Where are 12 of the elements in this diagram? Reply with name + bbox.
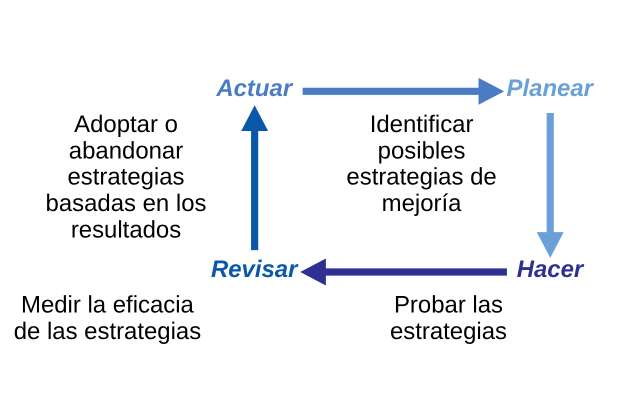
node-label: Probar las estrategias (390, 291, 508, 345)
node-text: Actuar (216, 74, 292, 102)
node-label: Identificar posibles estrategias de mejoría (346, 110, 497, 216)
arrow (300, 258, 507, 285)
node-label: Medir la eficacia de las estrategias (14, 291, 202, 345)
node-text: Planear (506, 74, 593, 102)
arrow (302, 77, 504, 104)
arrow (536, 112, 564, 258)
node-text: Revisar (210, 255, 298, 282)
arrow (241, 104, 268, 250)
node-text: Hacer (516, 255, 584, 282)
node-label: Adoptar o abandonar estrategias basadas en los resultados (46, 110, 206, 243)
